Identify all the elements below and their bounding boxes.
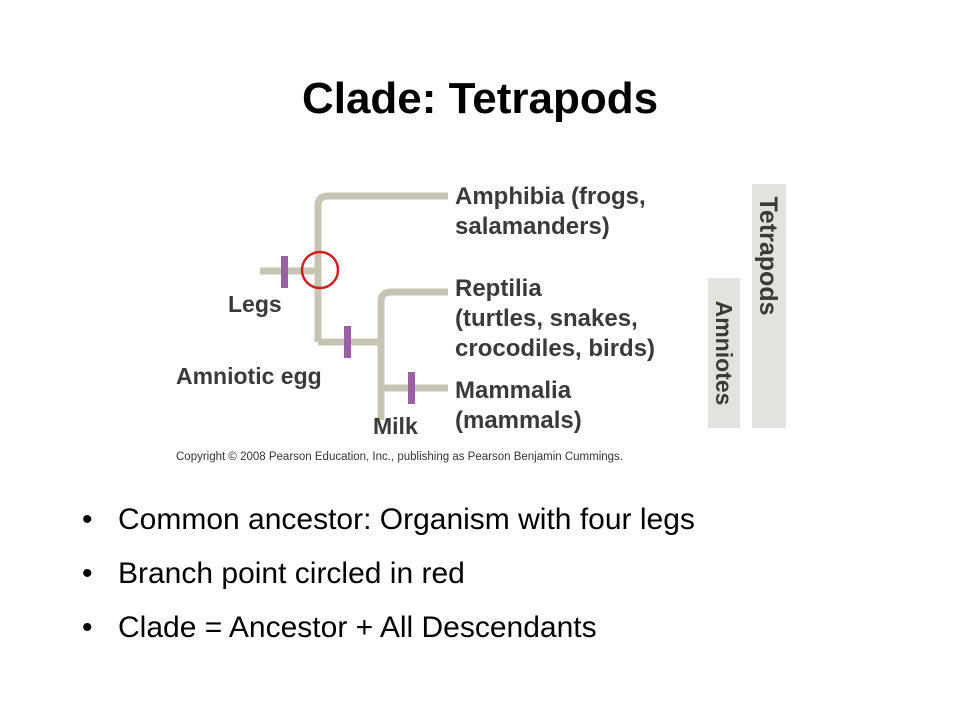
reptilia-label-line: (turtles, snakes, [455,305,638,332]
bullet-item: • Branch point circled in red [80,559,900,613]
bullet-text: Branch point circled in red [118,557,465,590]
amphibia-branch [314,192,448,342]
amphibia-label-line: Amphibia (frogs, [455,183,646,210]
tetrapods-bracket [752,184,786,428]
bullet-list: • Common ancestor: Organism with four le… [80,505,900,667]
mammalia-label: Mammalia (mammals) [455,377,582,434]
amphibia-label-line: salamanders) [455,213,610,240]
reptilia-label: Reptilia (turtles, snakes, crocodiles, b… [455,275,655,362]
tetrapods-bracket-label: Tetrapods [754,197,782,316]
branch-point-highlight-circle [300,250,340,290]
cladogram-figure: Legs Amniotic egg Milk Amphibia (frogs, … [176,183,786,463]
amniotic-egg-trait-mark [344,326,351,358]
bullet-marker: • [82,503,93,536]
reptilia-label-line: crocodiles, birds) [455,335,655,362]
bullet-text: Common ancestor: Organism with four legs [118,503,695,536]
bullet-item: • Clade = Ancestor + All Descendants [80,613,900,667]
amniotic-egg-label: Amniotic egg [176,363,322,389]
mammalia-label-line: Mammalia [455,377,572,404]
slide-title: Clade: Tetrapods [301,74,659,123]
bullet-text: Clade = Ancestor + All Descendants [118,611,597,644]
milk-label: Milk [373,413,418,439]
copyright-notice: Copyright © 2008 Pearson Education, Inc.… [176,451,623,463]
reptilia-label-line: Reptilia [455,275,542,302]
amniotes-bracket-label: Amniotes [711,301,737,406]
legs-trait-mark [281,256,288,288]
legs-label: Legs [228,291,282,317]
amphibia-label: Amphibia (frogs, salamanders) [455,183,652,240]
milk-trait-mark [408,372,415,404]
reptilia-branch [377,288,448,420]
bullet-marker: • [82,557,93,590]
bullet-item: • Common ancestor: Organism with four le… [80,505,900,559]
mammalia-label-line: (mammals) [455,407,582,434]
amniotes-bracket [708,278,740,428]
bullet-marker: • [82,611,93,644]
